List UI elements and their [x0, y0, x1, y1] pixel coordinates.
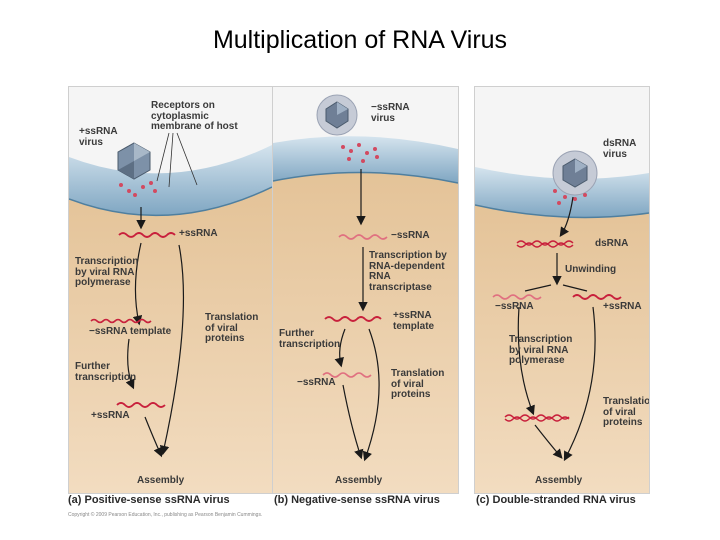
rna-wave-3 — [322, 372, 372, 378]
arrow-transcription — [517, 306, 535, 416]
cytoplasm — [475, 205, 649, 493]
label-rna-1: dsRNA — [595, 238, 629, 249]
caption-c: (c) Double-stranded RNA virus — [476, 494, 636, 506]
label-rna-1: +ssRNA — [179, 228, 218, 239]
rna-wave-1 — [118, 232, 176, 238]
virus-particle — [316, 94, 358, 136]
virus-particle — [552, 150, 598, 196]
rna-fragments — [341, 143, 379, 163]
arrow-assembly — [342, 384, 364, 460]
arrow-to-plus — [562, 284, 588, 292]
rna-fragments — [553, 189, 587, 205]
rna-wave-3 — [116, 402, 166, 408]
host-membrane — [69, 145, 272, 216]
label-rna-2: −ssRNA — [297, 377, 336, 388]
label-unwinding: Unwinding — [565, 264, 617, 275]
rna-wave-2 — [90, 318, 152, 324]
panel-c-diagram — [475, 87, 649, 493]
dsrna-wave — [516, 240, 574, 248]
copyright-notice: Copyright © 2009 Pearson Education, Inc.… — [68, 512, 263, 518]
label-minus: −ssRNA — [495, 301, 534, 312]
dsrna-wave-2 — [504, 414, 570, 422]
label-plus: +ssRNA — [603, 301, 642, 312]
label-template: −ssRNA template — [89, 326, 172, 337]
arrow-translation — [563, 306, 596, 462]
rna-wave-2 — [324, 316, 382, 322]
rna-wave-minus — [492, 294, 542, 300]
page-title: Multiplication of RNA Virus — [212, 26, 508, 54]
host-membrane — [475, 167, 649, 218]
cytoplasm — [273, 172, 458, 493]
arrow-translation — [362, 328, 380, 462]
panel-b-diagram — [273, 87, 458, 493]
label-assembly: Assembly — [137, 475, 185, 486]
arrow-further — [125, 338, 135, 390]
arrow-assembly — [144, 416, 163, 458]
arrow-translation — [159, 244, 185, 456]
host-membrane — [273, 136, 458, 183]
rna-fragments — [119, 181, 157, 197]
arrow-to-minus — [524, 284, 552, 292]
virus-particle — [117, 142, 151, 180]
label-assembly: Assembly — [335, 475, 383, 486]
cytoplasm — [69, 187, 272, 493]
arrow-assembly — [534, 424, 563, 459]
label-rna-1: −ssRNA — [391, 230, 430, 241]
caption-b: (b) Negative-sense ssRNA virus — [274, 494, 440, 506]
arrow-transcription — [132, 242, 143, 326]
label-rna-2: +ssRNA — [91, 410, 130, 421]
label-assembly: Assembly — [535, 475, 583, 486]
rna-wave-1 — [338, 234, 388, 240]
caption-a: (a) Positive-sense ssRNA virus — [68, 494, 230, 506]
rna-wave-plus — [572, 294, 622, 300]
panel-a-diagram — [69, 87, 272, 493]
arrow-further — [334, 328, 346, 368]
receptor-pointers — [156, 132, 198, 188]
arrow-entry — [559, 196, 574, 237]
